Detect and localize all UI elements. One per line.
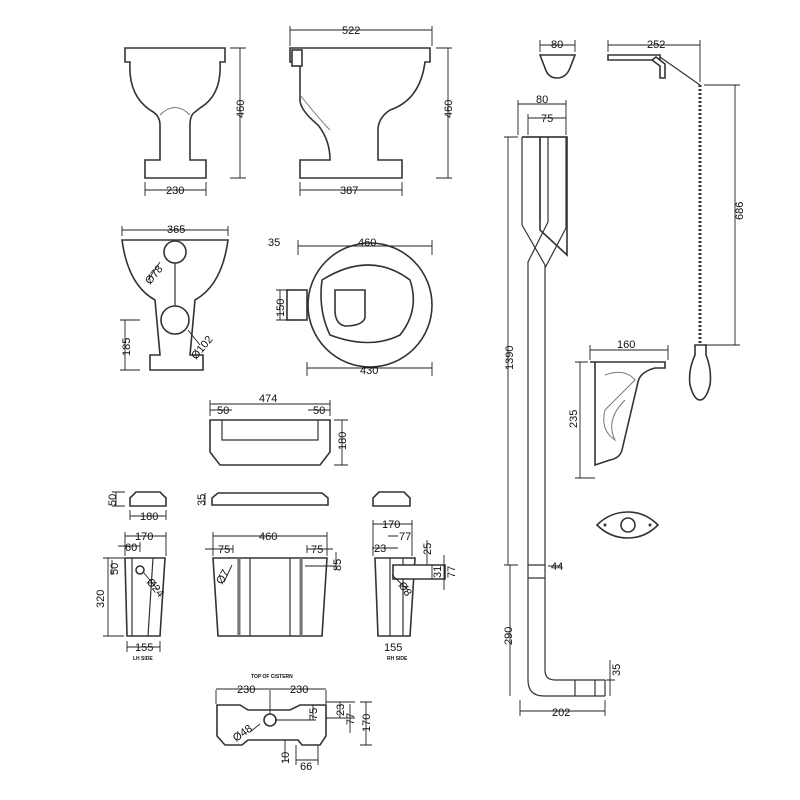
dim-rh-base: 155 xyxy=(384,642,402,654)
lid-front-view: 35 xyxy=(196,492,329,506)
dim-rh-inner: 23 xyxy=(374,543,386,555)
dim-pipe-lower: 290 xyxy=(503,627,515,645)
dim-lid-side-depth: 180 xyxy=(140,511,158,523)
dim-lh-height: 320 xyxy=(95,590,107,608)
dim-rh-offset: 77 xyxy=(399,531,411,543)
dim-lid-right-inset: 50 xyxy=(313,405,325,417)
dim-pan-side-depth: 522 xyxy=(342,25,360,37)
dim-pipe-projection: 202 xyxy=(552,707,570,719)
dim-pipe-joint: 44 xyxy=(551,561,563,573)
lh-side-caption: LH SIDE xyxy=(133,656,153,662)
dim-top-depth-c: 77 xyxy=(345,713,357,725)
lid-side-view: 50 180 xyxy=(107,491,167,523)
dim-top-depth: 170 xyxy=(361,714,373,732)
dim-rh-top: 170 xyxy=(382,519,400,531)
dim-seat-hinge: 35 xyxy=(268,237,280,249)
dim-lid-side-height: 50 xyxy=(107,494,119,506)
dim-seat-hinge-width: 150 xyxy=(275,299,287,317)
dim-top-front: 10 xyxy=(280,752,292,764)
dim-pan-front-width: 230 xyxy=(166,185,184,197)
dim-front-right: 75 xyxy=(311,544,323,556)
dim-clip-width: 80 xyxy=(551,39,563,51)
pan-top-view: 365 Ø78 Ø102 185 xyxy=(120,224,229,371)
dim-front-drop: 85 xyxy=(332,559,344,571)
cistern-top-caption: TOP OF CISTERN xyxy=(251,674,293,680)
dim-rh-height-a: 25 xyxy=(422,543,434,555)
dim-top-depth-a: 75 xyxy=(308,708,320,720)
dim-pan-side-height: 460 xyxy=(443,100,455,118)
cistern-lid-plan: 474 50 50 180 xyxy=(209,393,349,466)
dim-pipe-outlet: 35 xyxy=(611,664,623,676)
escutcheon-plate xyxy=(595,511,660,539)
toilet-seat-view: 35 460 150 430 xyxy=(268,237,433,377)
dim-pan-outlet-height: 185 xyxy=(121,338,133,356)
cistern-wall-bracket: 160 235 xyxy=(568,339,669,479)
dim-lid-left-inset: 50 xyxy=(217,405,229,417)
dim-pan-side-base: 387 xyxy=(340,185,358,197)
dim-top-depth-b: 23 xyxy=(335,704,347,716)
dim-lid-depth: 180 xyxy=(337,432,349,450)
dim-pan-front-height: 460 xyxy=(235,100,247,118)
cistern-rh-side: 170 77 23 25 31 77 Ø8 155 RH SIDE xyxy=(372,519,458,662)
dim-bracket-height: 235 xyxy=(568,410,580,428)
dim-pan-top-width: 365 xyxy=(167,224,185,236)
dim-rh-height-b: 31 xyxy=(432,566,444,578)
pan-side-view: 522 460 387 xyxy=(289,25,455,197)
cistern-lh-side: 170 60 50 320 Ø24 155 LH SIDE xyxy=(95,531,167,662)
dim-pipe-top-outer: 80 xyxy=(536,94,548,106)
dim-lh-top: 170 xyxy=(135,531,153,543)
dim-seat-overall: 430 xyxy=(360,365,378,377)
dim-top-offset: 66 xyxy=(300,761,312,773)
pull-lever-chain: 252 686 xyxy=(607,39,746,401)
dim-pipe-top-inner: 75 xyxy=(541,113,553,125)
dim-lid-width: 474 xyxy=(259,393,277,405)
cistern-front-view: 460 75 75 Ø7 85 xyxy=(205,531,344,637)
dim-lid-front-height: 35 xyxy=(196,494,208,506)
dim-lh-offset: 60 xyxy=(125,542,137,554)
dim-front-width: 460 xyxy=(259,531,277,543)
dim-front-left: 75 xyxy=(218,544,230,556)
dim-rh-height-c: 77 xyxy=(446,566,458,578)
dim-chain-length: 686 xyxy=(734,202,746,220)
dim-pipe-length: 1390 xyxy=(504,346,516,370)
dim-lh-hole-height: 50 xyxy=(109,563,121,575)
dim-lever-length: 252 xyxy=(647,39,665,51)
dim-top-right: 230 xyxy=(290,684,308,696)
pipe-wall-clip: 80 xyxy=(538,39,577,79)
flush-pipe: 80 75 1390 44 290 202 35 xyxy=(503,94,623,719)
dim-lh-base: 155 xyxy=(135,642,153,654)
dim-bracket-width: 160 xyxy=(617,339,635,351)
rh-side-caption: RH SIDE xyxy=(387,656,408,662)
pan-front-view: 460 230 xyxy=(124,47,247,197)
dim-top-left: 230 xyxy=(237,684,255,696)
lid-side-view-right xyxy=(372,491,411,507)
cistern-top-view: TOP OF CISTERN 230 230 Ø48 75 23 77 170 … xyxy=(215,674,373,773)
dim-seat-length: 460 xyxy=(358,237,376,249)
